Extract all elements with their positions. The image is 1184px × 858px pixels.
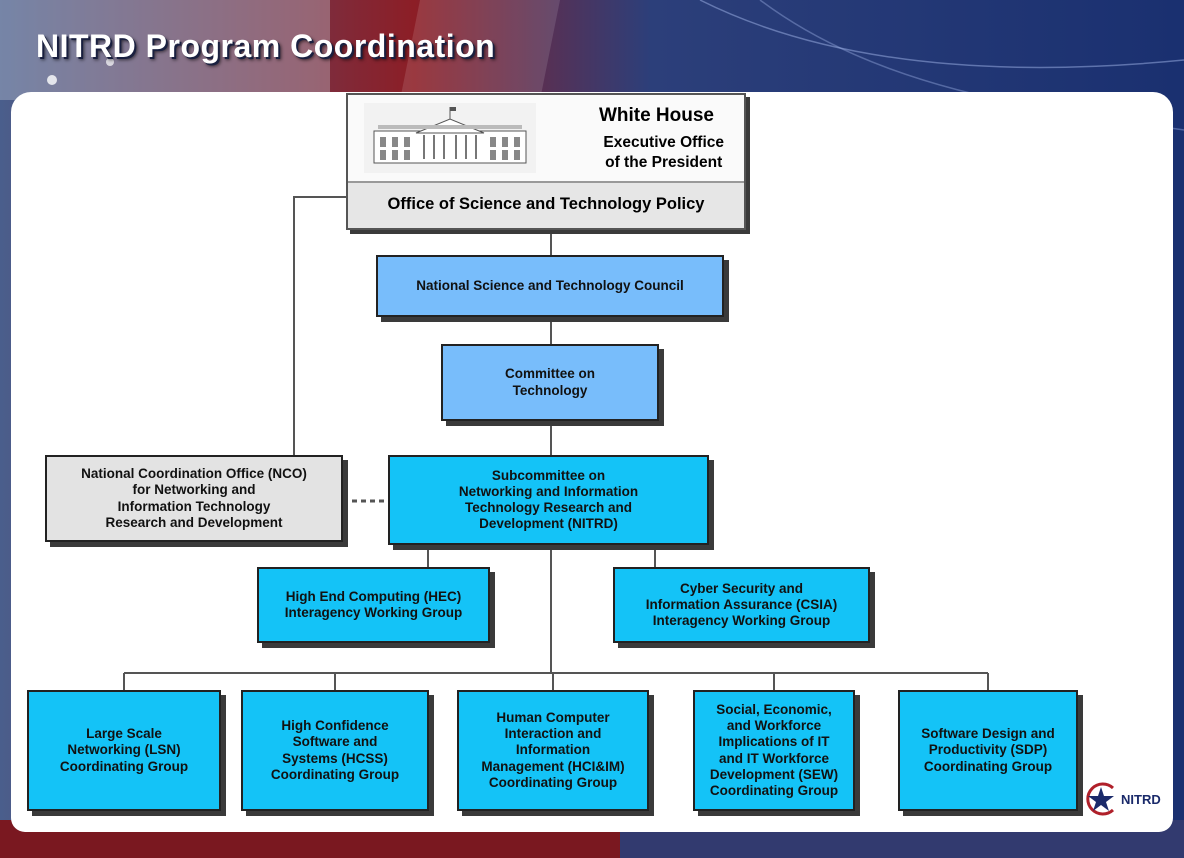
white-house-title: White House [598,105,714,126]
nco-box: National Coordination Office (NCO) for N… [45,455,343,542]
sdp-box: Software Design and Productivity (SDP) C… [898,690,1078,811]
nitrd-subcommittee-box: Subcommittee on Networking and Informati… [388,455,709,545]
ostp-label: Office of Science and Technology Policy [387,195,705,213]
sew-box: Social, Economic, and Workforce Implicat… [693,690,855,811]
page-title: NITRD Program Coordination [36,28,496,64]
star-icon [1086,782,1115,816]
nitrd-logo: NITRD [1083,782,1161,816]
white-house-subtitle: Executive Office of the President [603,134,724,172]
hcss-box: High Confidence Software and Systems (HC… [241,690,429,811]
hci-im-box: Human Computer Interaction and Informati… [457,690,649,811]
nstc-box: National Science and Technology Council [376,255,724,317]
committee-on-technology-box: Committee on Technology [441,344,659,421]
csia-box: Cyber Security and Information Assurance… [613,567,870,643]
lsn-box: Large Scale Networking (LSN) Coordinatin… [27,690,221,811]
white-house-image [364,103,536,173]
white-house-header: White House Executive Office of the Pres… [348,95,744,183]
white-house-box: White House Executive Office of the Pres… [346,93,746,230]
logo-text: NITRD [1121,791,1161,807]
hec-box: High End Computing (HEC) Interagency Wor… [257,567,490,643]
